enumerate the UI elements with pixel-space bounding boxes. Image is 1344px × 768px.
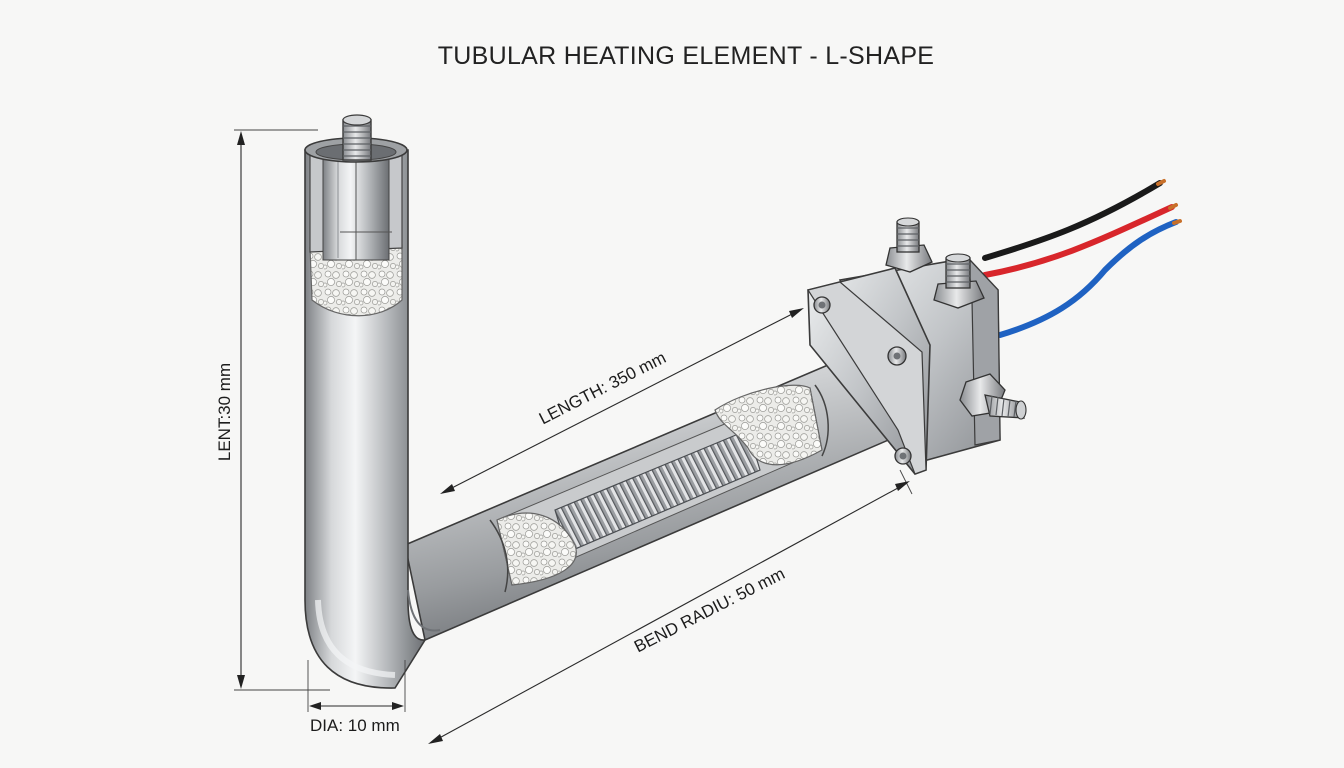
- insulation-section: [714, 384, 823, 466]
- label-diameter: DIA: 10 mm: [310, 716, 400, 735]
- terminal-box-icon: [807, 217, 1027, 475]
- diagram-title: TUBULAR HEATING ELEMENT - L-SHAPE: [438, 42, 935, 70]
- dimension-vertical-length: [234, 129, 330, 691]
- label-length: LENGTH: 350 mm: [536, 348, 669, 428]
- lead-wires-icon: [982, 179, 1182, 338]
- heating-tube-horizontal: [404, 343, 906, 642]
- label-bend-radius: BEND RADIU: 50 mm: [631, 564, 788, 656]
- dimension-bend-radius: [428, 469, 913, 744]
- dimension-diameter: [307, 660, 406, 712]
- threaded-terminal-icon: [342, 114, 372, 161]
- insulation-section: [309, 244, 403, 317]
- dimension-length: [440, 308, 804, 494]
- insulation-section: [496, 512, 577, 586]
- heating-tube-vertical: [304, 137, 441, 689]
- label-vertical-length: LENT:30 mm: [215, 363, 234, 461]
